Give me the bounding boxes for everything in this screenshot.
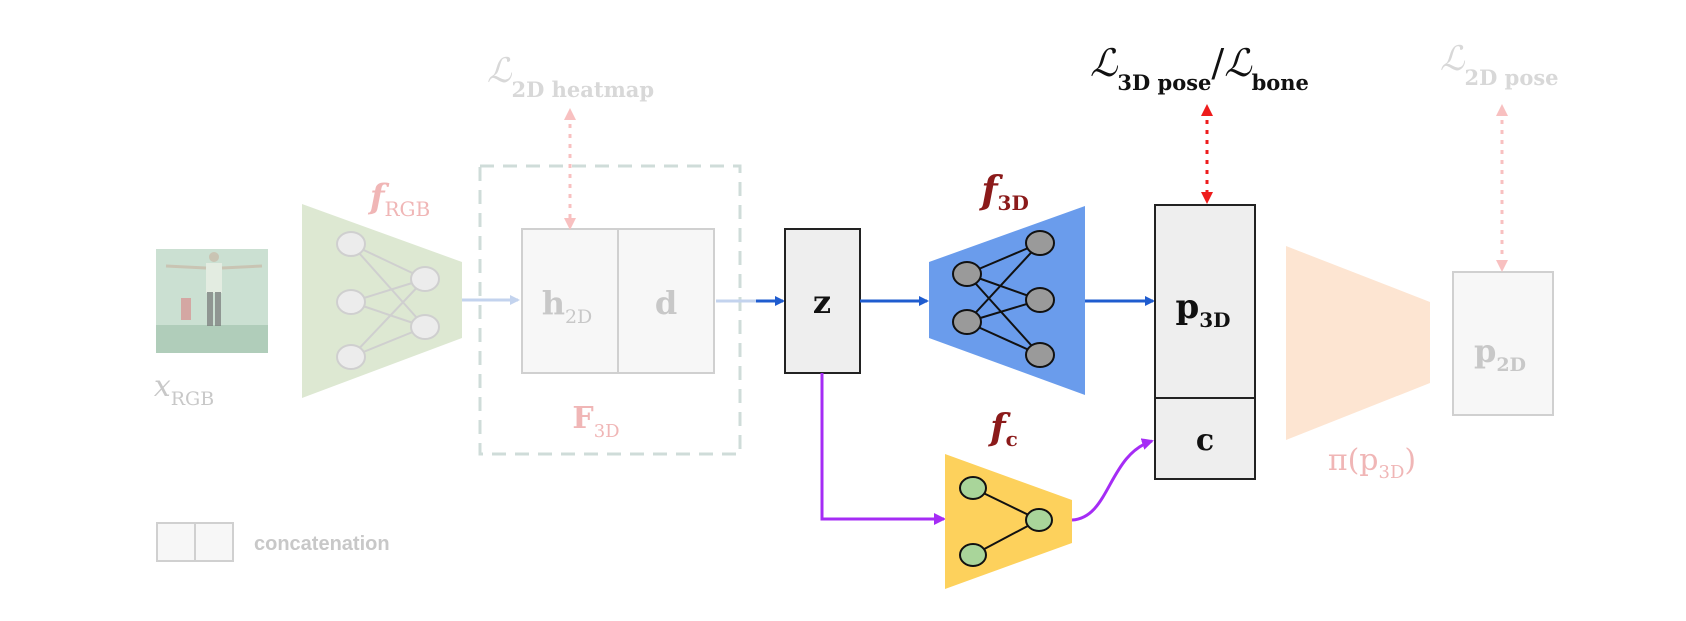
p3d-label: p3D — [1175, 287, 1230, 332]
projection-block — [1286, 246, 1430, 440]
network-node — [952, 309, 982, 335]
network-node — [1025, 230, 1055, 256]
loss-3d-pose-bone-label: ℒ3D pose/ℒbone — [1090, 41, 1309, 95]
network-node — [959, 543, 987, 567]
network-node — [336, 289, 366, 315]
f3d-label: f3D — [978, 167, 1029, 215]
legend-concatenation-text: concatenation — [254, 533, 390, 555]
pi-p3d-label: π(p3D) — [1328, 443, 1416, 483]
fc-network — [945, 454, 1072, 589]
f3d-dashed-container — [478, 164, 742, 456]
loss-2d-pose-label: ℒ2D pose — [1440, 39, 1559, 90]
d-box — [617, 228, 715, 374]
h2d-box — [521, 228, 619, 374]
F3d-label: F3D — [572, 401, 619, 442]
p2d-box — [1452, 271, 1554, 416]
loss-2d-heatmap-label: ℒ2D heatmap — [487, 51, 654, 102]
network-node — [336, 231, 366, 257]
x-rgb-label: xRGB — [154, 369, 214, 410]
f-rgb-label: fRGB — [368, 177, 430, 221]
f3d-network — [929, 206, 1085, 395]
d-label: d — [655, 284, 677, 322]
legend-concat-left-box — [156, 522, 196, 562]
p3d-box — [1154, 204, 1256, 399]
network-node — [1025, 508, 1053, 532]
c-label: c — [1196, 423, 1214, 458]
f-rgb-network — [302, 204, 462, 398]
arrow-fc-to-c — [1071, 438, 1154, 522]
network-node — [410, 314, 440, 340]
concat-h2d-d — [521, 228, 715, 374]
z-box — [784, 228, 861, 374]
c-box — [1154, 397, 1256, 480]
network-node — [410, 266, 440, 292]
z-label: z — [813, 283, 831, 321]
network-node — [336, 344, 366, 370]
h2d-label: h2D — [542, 284, 593, 328]
legend-concat-right-box — [194, 522, 234, 562]
network-node — [1025, 287, 1055, 313]
arrow-z-to-fc — [820, 373, 946, 525]
network-node — [1025, 342, 1055, 368]
fc-label: fc — [987, 407, 1018, 451]
network-node — [959, 476, 987, 500]
network-node — [952, 261, 982, 287]
person-standing-arms-out-photo-icon — [165, 252, 263, 326]
p2d-label: p2D — [1474, 332, 1526, 376]
input-image — [156, 249, 268, 353]
legend: concatenation — [156, 522, 390, 562]
